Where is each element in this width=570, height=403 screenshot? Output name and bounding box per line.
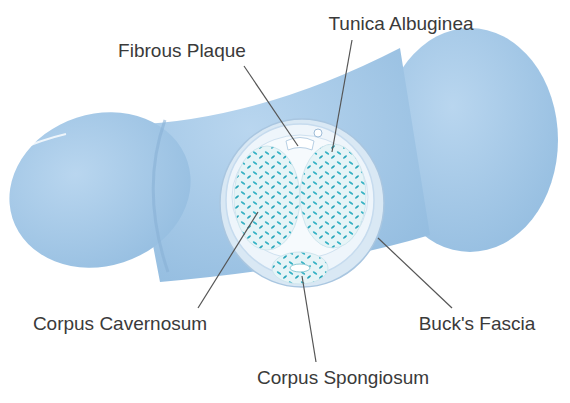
part-label: Tunica Albuginea [328,13,473,36]
part-label: Corpus Cavernosum [33,313,207,336]
cross-section [220,119,384,287]
leader-lines [198,40,452,362]
part-label: Corpus Spongiosum [257,367,429,390]
part-label: Buck's Fascia [419,313,536,336]
penis-outline [0,28,558,291]
part-label: Fibrous Plaque [118,40,246,63]
